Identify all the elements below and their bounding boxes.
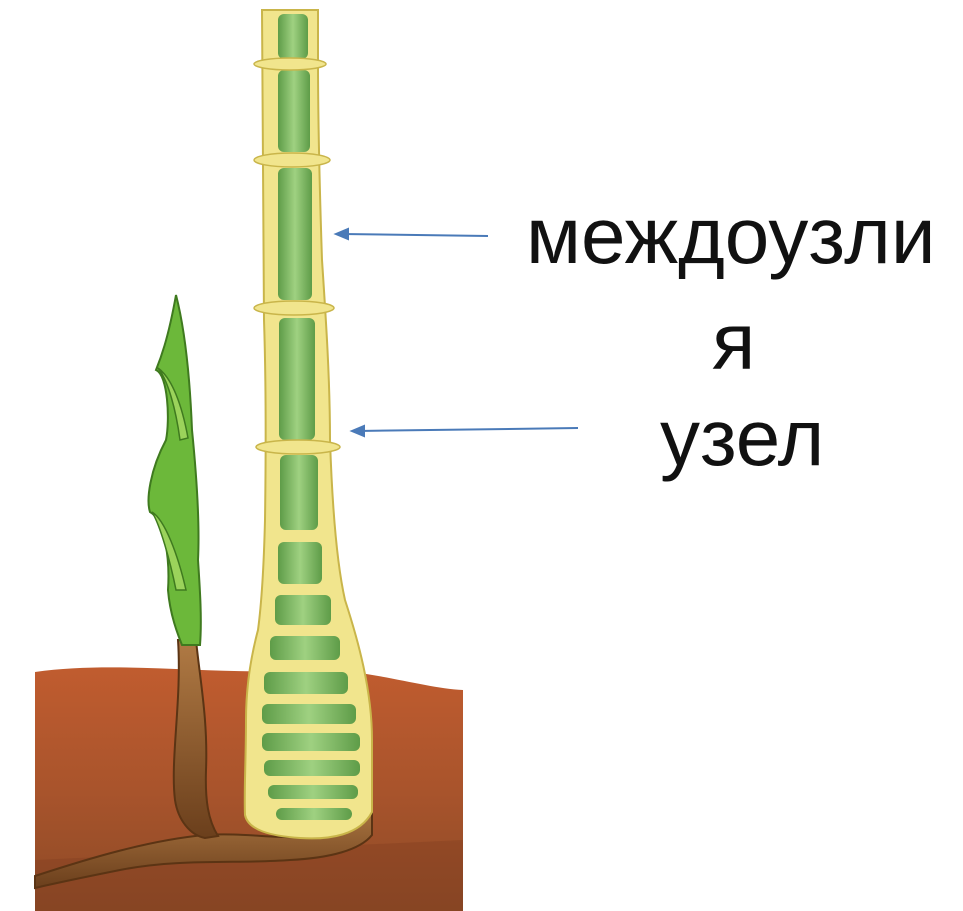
arrow-node-head	[352, 426, 364, 436]
arrow-internode-head	[336, 229, 348, 239]
internode-label-line2: я	[712, 302, 755, 382]
node-label: узел	[660, 398, 824, 478]
arrow-internode	[342, 234, 488, 236]
internode-label-line1: междоузли	[526, 196, 936, 276]
arrow-node	[358, 428, 578, 431]
young-shoot-leaves	[149, 295, 201, 645]
